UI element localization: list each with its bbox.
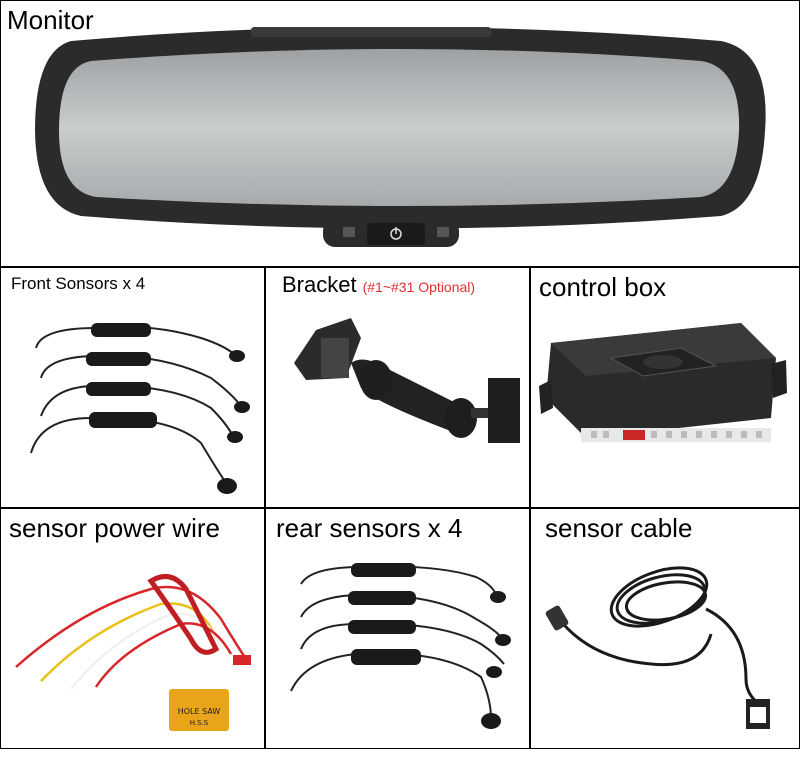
panel-control-box: control box — [530, 267, 800, 508]
panel-bracket: Bracket (#1~#31 Optional) — [265, 267, 530, 508]
panel-label-bracket: Bracket — [282, 272, 357, 297]
bracket-image — [294, 318, 520, 443]
panel-front-sensors: Front Sonsors x 4 — [0, 267, 265, 508]
bracket-optional-note: (#1~#31 Optional) — [362, 279, 476, 295]
panel-sensor-cable: sensor cable — [530, 508, 800, 749]
rear-sensors-image — [290, 563, 511, 729]
panel-label-sensor-cable: sensor cable — [545, 513, 693, 543]
sensor-power-wire-image: HOLE SAW H.S.S — [15, 574, 251, 731]
sensor-cable-image — [545, 566, 770, 729]
front-sensors-image — [30, 323, 250, 494]
control-box-image — [539, 323, 787, 442]
panel-monitor: Monitor — [0, 0, 800, 267]
panel-label-rear-sensors: rear sensors x 4 — [276, 513, 463, 543]
hole-saw-box-text: HOLE SAW — [178, 707, 221, 716]
panel-label-monitor: Monitor — [7, 5, 94, 35]
panel-label-sensor-power-wire: sensor power wire — [9, 513, 220, 543]
panel-label-front-sensors: Front Sonsors x 4 — [11, 274, 146, 293]
mirror-monitor-image — [35, 27, 766, 247]
panel-sensor-power-wire: sensor power wire HOLE SAW H.S.S — [0, 508, 265, 749]
panel-label-control-box: control box — [539, 272, 667, 302]
hole-saw-box-subtext: H.S.S — [190, 719, 209, 727]
panel-rear-sensors: rear sensors x 4 — [265, 508, 530, 749]
